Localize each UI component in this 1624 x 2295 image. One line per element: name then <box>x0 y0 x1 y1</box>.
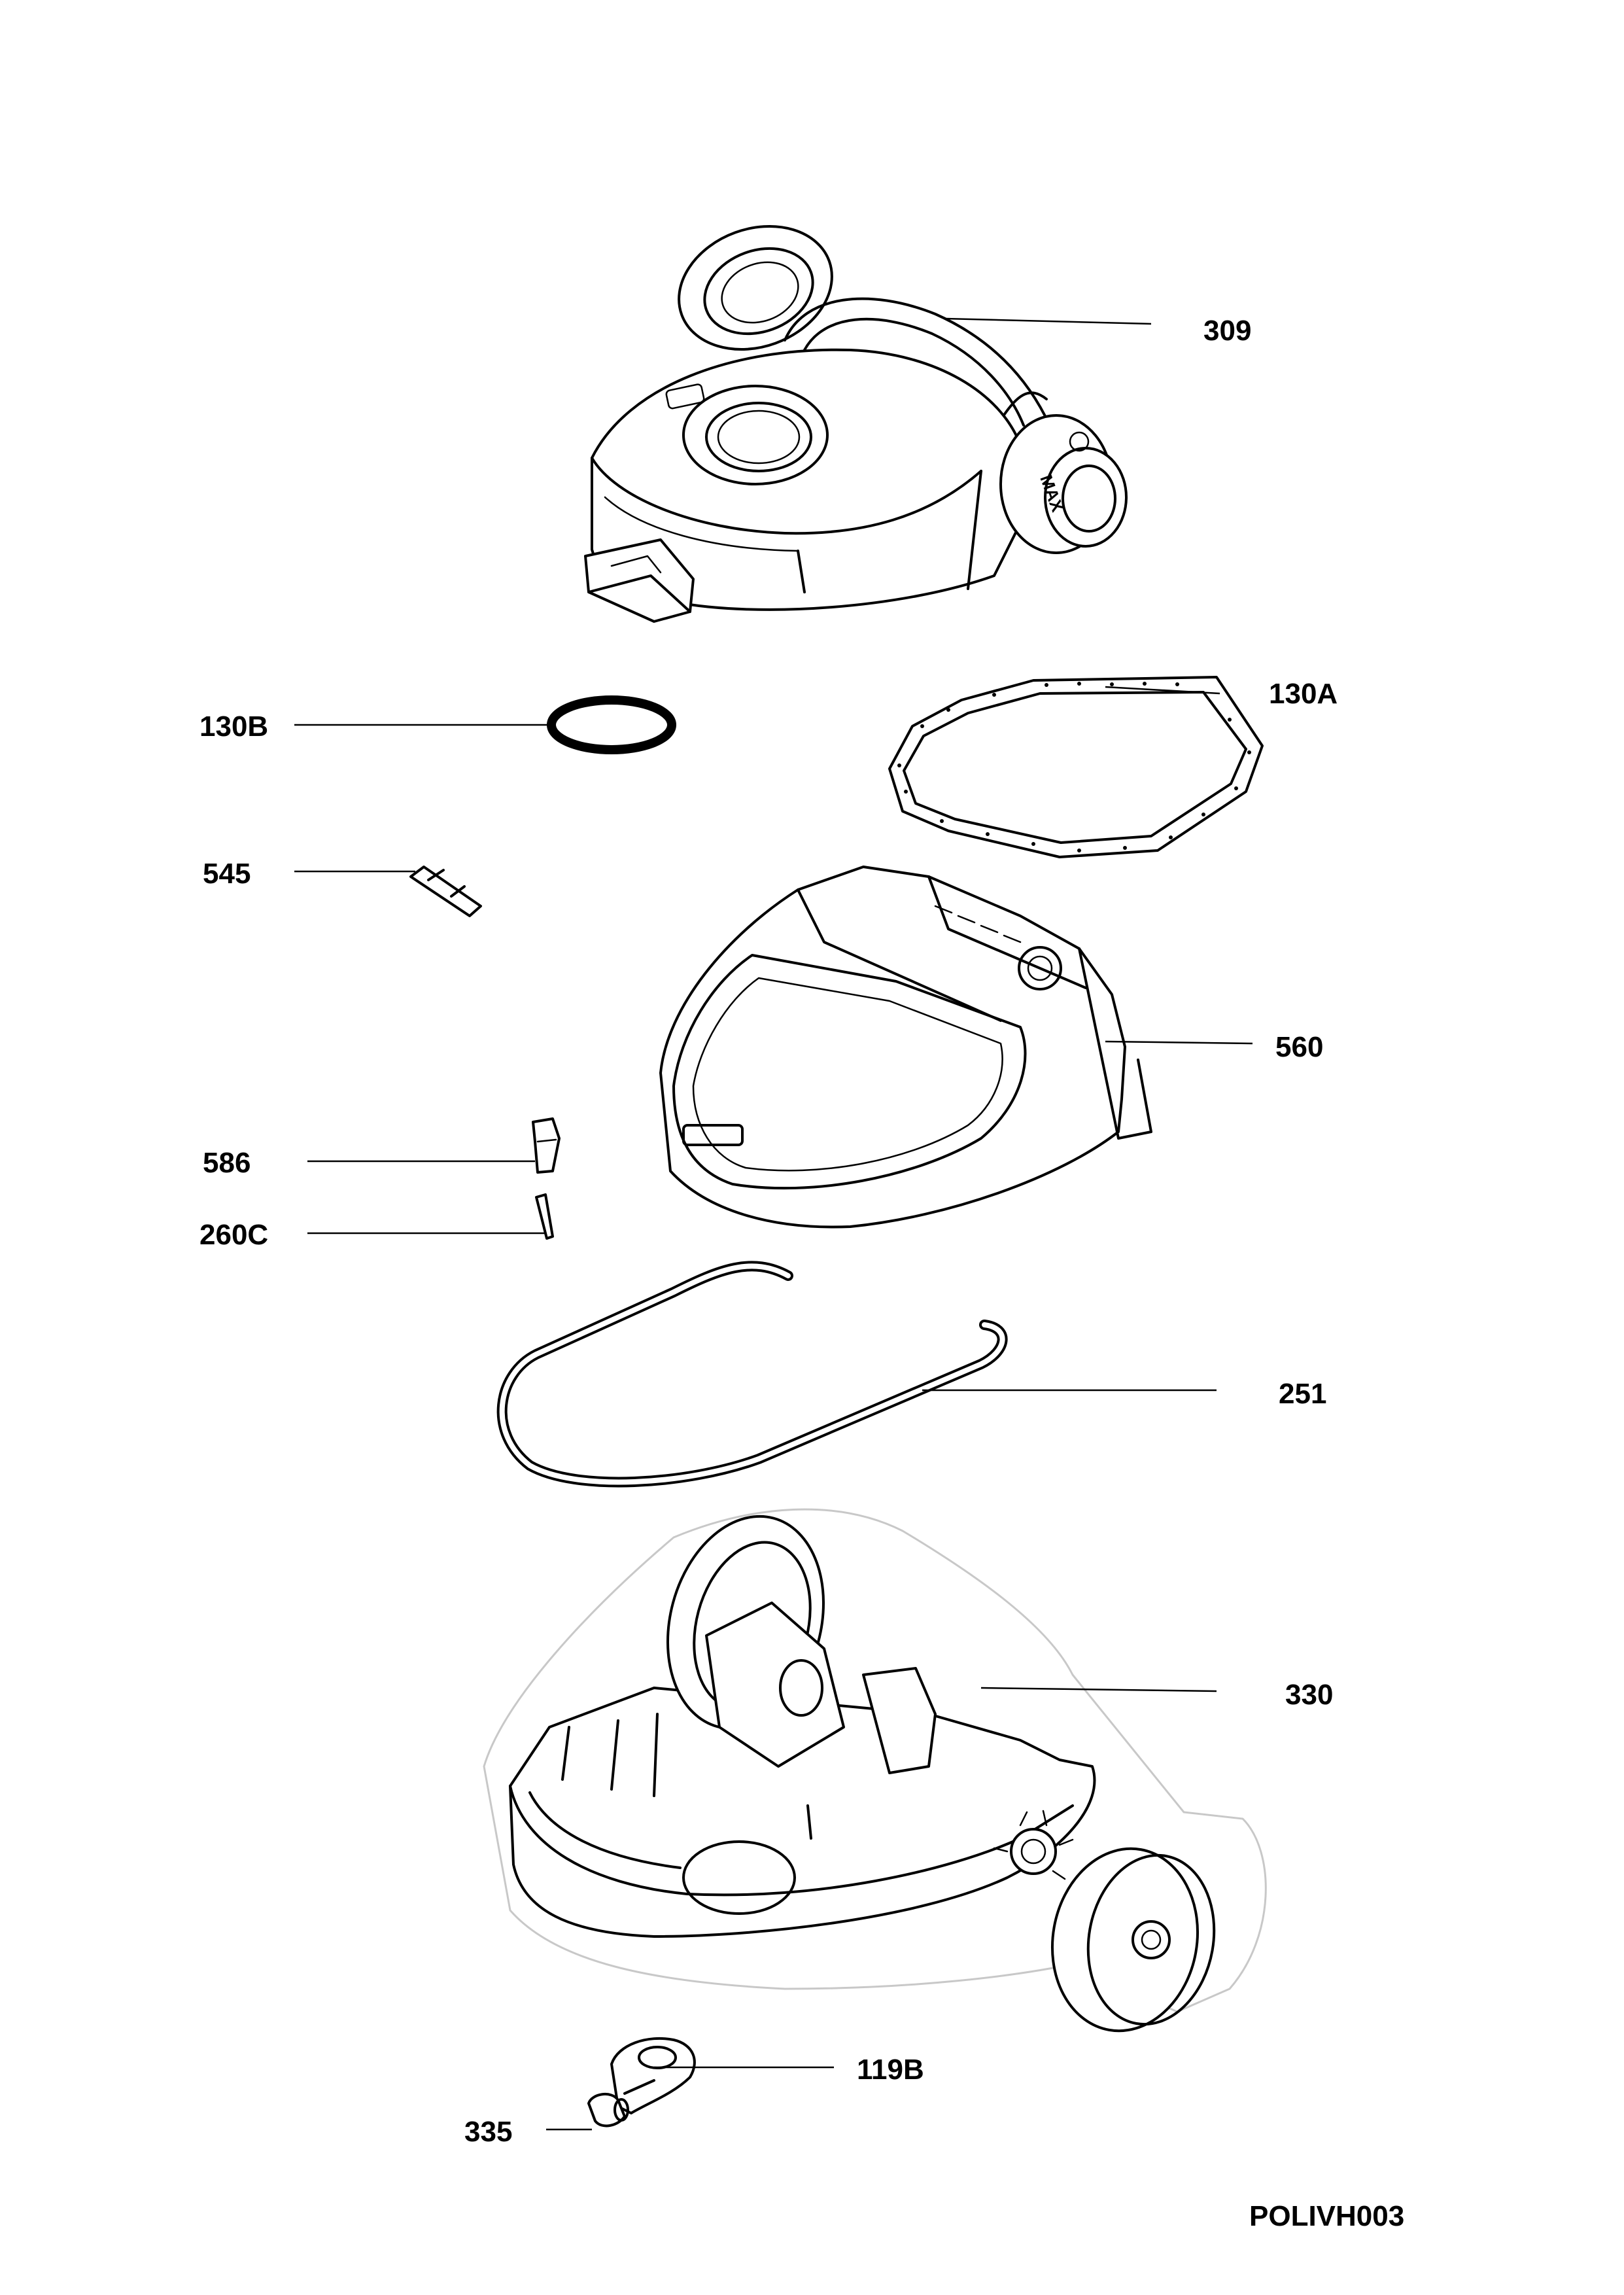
label-130A: 130A <box>1269 678 1338 710</box>
part-330-base <box>483 1508 1267 2033</box>
leader-130A <box>1105 686 1220 695</box>
leader-309 <box>944 317 1152 325</box>
part-labels: 309 130A 130B 545 560 586 260C 251 330 1… <box>199 315 1338 2148</box>
part-545-pin <box>409 866 482 917</box>
label-545: 545 <box>203 858 251 890</box>
label-330: 330 <box>1285 1679 1333 1711</box>
label-260C: 260C <box>199 1219 268 1251</box>
foam-texture <box>897 682 1251 852</box>
label-119B: 119B <box>857 2054 924 2086</box>
drawing-code: POLIVH003 <box>1249 2200 1404 2232</box>
label-586: 586 <box>203 1147 251 1179</box>
part-260C-spring <box>535 1193 554 1240</box>
part-586-clip <box>532 1117 561 1174</box>
label-309: 309 <box>1203 315 1251 347</box>
label-560: 560 <box>1275 1031 1323 1063</box>
leader-330 <box>980 1687 1217 1692</box>
leader-lines <box>294 317 1253 2131</box>
part-251-seal-cord <box>496 1261 1008 1488</box>
leader-560 <box>1105 1040 1253 1045</box>
part-130A-foam-gasket <box>888 676 1264 858</box>
part-335-castor <box>587 2092 629 2128</box>
label-130B: 130B <box>199 710 268 743</box>
part-560-middle-frame <box>659 866 1152 1229</box>
part-309-top-cover: MAX <box>584 224 1128 623</box>
label-335: 335 <box>464 2116 512 2148</box>
label-251: 251 <box>1279 1378 1326 1410</box>
part-130B-o-ring <box>547 695 676 754</box>
